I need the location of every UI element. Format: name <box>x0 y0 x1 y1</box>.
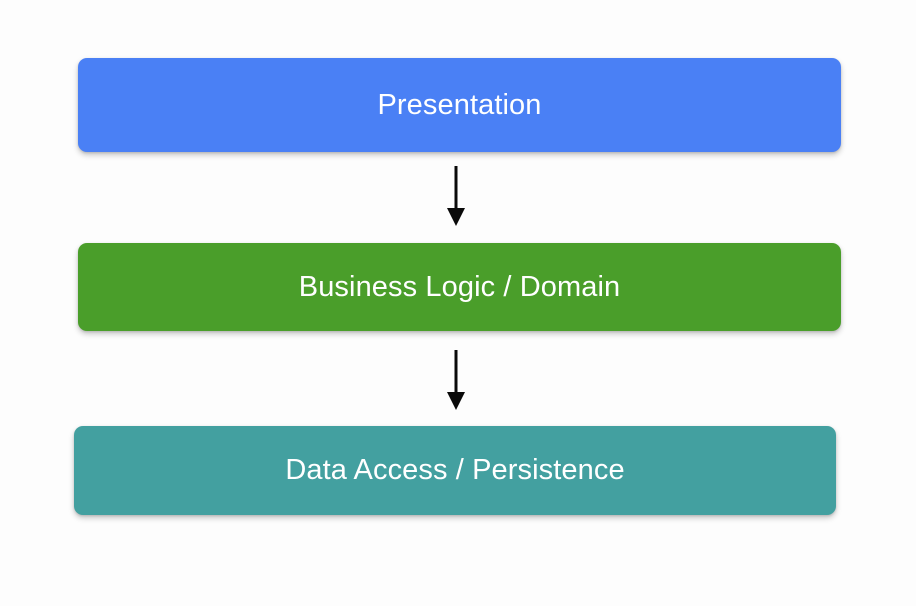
layer-box-presentation[interactable]: Presentation <box>78 58 841 152</box>
arrow-business-logic-to-data-access <box>446 350 466 411</box>
layer-label-business-logic: Business Logic / Domain <box>298 270 621 303</box>
arrow-presentation-to-business <box>446 166 466 226</box>
arrow-shaft <box>454 166 458 210</box>
arrow-head-icon <box>447 208 465 226</box>
layer-box-business-logic[interactable]: Business Logic / Domain <box>78 243 841 331</box>
layer-box-data-access[interactable]: Data Access / Persistence <box>74 426 836 515</box>
arrow-head-icon <box>447 392 465 410</box>
layer-label-data-access: Data Access / Persistence <box>285 454 625 486</box>
arrow-shaft <box>454 350 458 394</box>
layer-label-presentation: Presentation <box>377 88 542 121</box>
